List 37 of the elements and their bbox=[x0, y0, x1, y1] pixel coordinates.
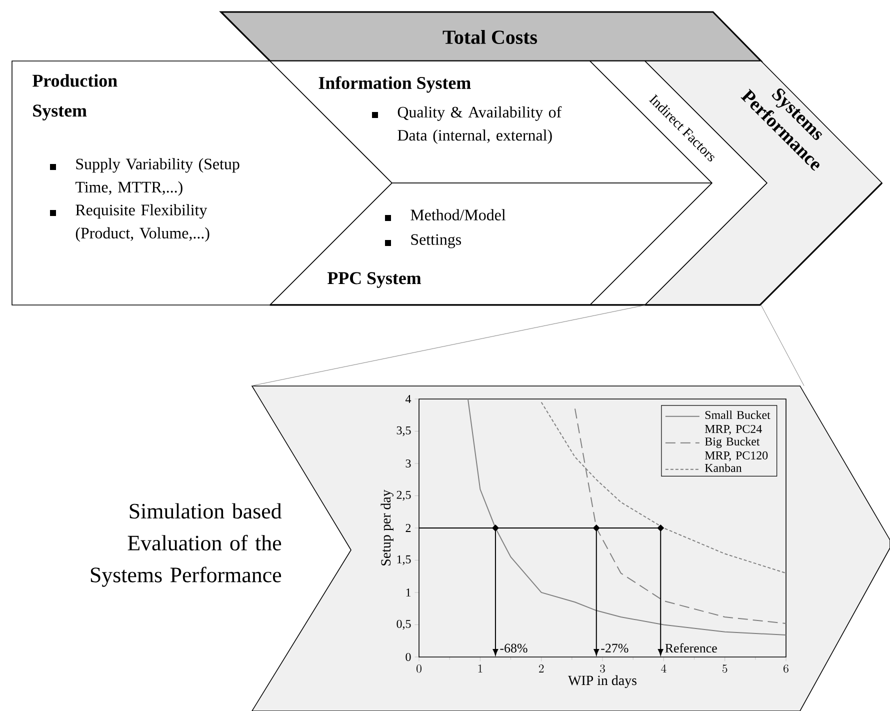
annotation: -27% bbox=[601, 644, 628, 653]
legend-label: Kanban bbox=[704, 464, 742, 472]
y-axis-title: Setup per day bbox=[380, 490, 394, 566]
annotation: -68% bbox=[500, 644, 528, 653]
band-title: Total Costs bbox=[442, 30, 538, 44]
bullet-item: Quality & Availability of Data (internal, external) bbox=[372, 106, 562, 144]
x-tick-label: 0 bbox=[416, 664, 422, 673]
panel-label: Simulation based Evaluation of the Systems Performance bbox=[90, 503, 282, 587]
box-heading: Information System bbox=[318, 76, 471, 93]
y-tick-label: 2,5 bbox=[396, 490, 411, 501]
x-tick-label: 5 bbox=[722, 664, 728, 673]
legend-label: Big Bucket MRP, PC120 bbox=[704, 437, 768, 462]
annotation: Reference bbox=[665, 643, 717, 653]
box-heading: PPC System bbox=[328, 272, 422, 288]
y-tick-label: 2 bbox=[406, 524, 411, 532]
bullet-item: Settings bbox=[385, 234, 461, 248]
y-tick-label: 1 bbox=[406, 588, 411, 596]
y-tick-label: 3,5 bbox=[396, 426, 411, 436]
x-tick-label: 4 bbox=[661, 664, 666, 672]
bullet-item: Method/Model bbox=[385, 209, 506, 221]
leader-line bbox=[252, 304, 646, 386]
y-tick-label: 1,5 bbox=[397, 555, 411, 566]
y-tick-label: 3 bbox=[406, 459, 411, 468]
line-series bbox=[467, 398, 786, 636]
x-tick-label: 6 bbox=[784, 664, 788, 673]
y-tick-label: 0 bbox=[406, 652, 411, 662]
bullet-item: Supply Variability (Setup Time, MTTR,...) bbox=[50, 158, 240, 196]
legend-label: Small Bucket MRP, PC24 bbox=[704, 410, 770, 435]
leader-line bbox=[760, 304, 804, 386]
y-tick-label: 0,5 bbox=[396, 620, 411, 630]
bullet-item: Requisite Flexibility (Product, Volume,...) bbox=[50, 204, 210, 242]
y-tick-label: 4 bbox=[405, 395, 412, 403]
x-tick-label: 1 bbox=[478, 664, 482, 672]
x-tick-label: 2 bbox=[538, 664, 544, 672]
x-tick-label: 3 bbox=[600, 664, 605, 673]
box-heading: Production System bbox=[32, 74, 118, 120]
x-axis-title: WIP in days bbox=[568, 675, 636, 688]
